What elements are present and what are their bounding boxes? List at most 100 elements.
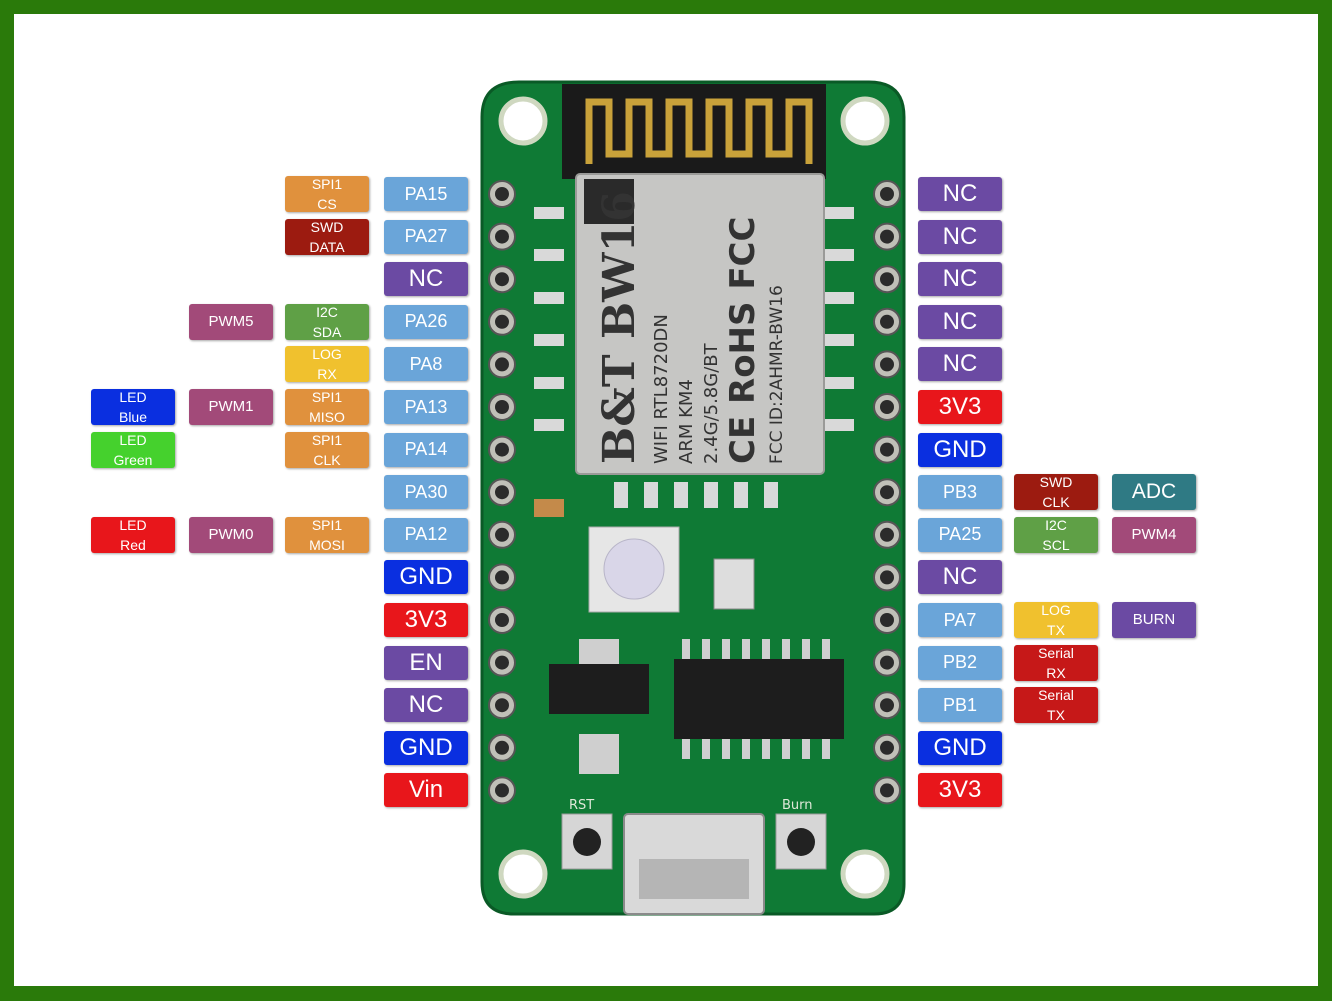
header-pin [880,783,894,798]
left-pins-label-pa27: PA27 [384,219,468,254]
left-pins-label-pa12: PA12 [384,517,468,552]
header-pin [495,442,509,457]
header-pin [495,613,509,627]
left-pins-label-vin: Vin [384,773,468,808]
burn-button-cap [787,828,815,856]
right-pins-label-pa7: PA7 [918,603,1002,637]
module-line-1: WIFI RTL8720DN [651,314,672,464]
func-label-log-tx: LOG TX [1014,602,1098,638]
right-pins-label-pa25: PA25 [918,517,1002,552]
right-pins-label-pb3: PB3 [918,475,1002,510]
module-brand-text: B&T BW16 [594,191,645,464]
right-pins-label-nc: NC [918,347,1002,382]
voltage-regulator [549,664,649,714]
func-label-swd-data: SWD DATA [285,218,369,255]
left-pins-label-pa30: PA30 [384,475,468,510]
module-line-2: ARM KM4 [676,379,697,464]
header-pin [495,400,509,414]
module-line-3: 2.4G/5.8G/BT [701,342,722,464]
silk-burn: Burn [782,798,813,813]
header-pin [880,740,894,755]
header-pin [880,357,894,372]
left-pins-label-pa26: PA26 [384,304,468,339]
left-pins-label-gnd: GND [384,560,468,595]
right-pins-label-nc: NC [918,219,1002,254]
right-pins-label-gnd: GND [918,730,1002,765]
usb-serial-ic [674,659,844,739]
func-label-serial-rx: Serial RX [1014,644,1098,681]
left-header-pins [488,180,516,805]
mount-hole-bl [498,849,548,899]
header-pin [495,272,509,287]
diode [579,734,619,774]
header-pin [880,570,894,585]
func-label-i2c-scl: I2C SCL [1014,516,1098,553]
antenna-trace [585,98,813,164]
left-pins-label-pa13: PA13 [384,390,468,424]
header-pin [880,655,894,670]
header-pin [880,485,894,500]
header-pin [495,783,509,798]
header-pin [880,527,894,542]
right-pins-label-nc: NC [918,304,1002,339]
header-pin [880,314,894,329]
func-label-led-red: LED Red [91,516,175,553]
mount-hole-tl [498,96,548,146]
silk-rst: RST [569,798,594,813]
header-pin [495,698,509,713]
left-pins-label-pa8: PA8 [384,347,468,382]
micro-usb-opening [639,859,749,899]
func-label-pwm4: PWM4 [1112,516,1196,553]
header-pin [880,229,894,244]
ic-legs [682,639,830,759]
module-cert-text: CE RoHS FCC [723,217,763,464]
func-label-spi1-cs: SPI1 CS [285,176,369,212]
crystal [713,558,755,610]
func-label-serial-tx: Serial TX [1014,687,1098,724]
left-pins-label-nc: NC [384,262,468,297]
left-pins-label-pa15: PA15 [384,177,468,211]
header-pin [880,442,894,457]
header-pin [495,187,509,201]
right-pins-label-3v3: 3V3 [918,773,1002,808]
header-pin [495,485,509,500]
reset-button-cap [573,828,601,856]
header-pin [880,187,894,201]
func-label-led-blue: LED Blue [91,389,175,425]
right-pins-label-pb2: PB2 [918,645,1002,680]
right-pins-label-nc: NC [918,177,1002,211]
right-header-pins [873,180,901,805]
module-fcc-text: FCC ID:2AHMR-BW16 [767,285,787,464]
left-pins-label-en: EN [384,645,468,680]
left-pins-label-gnd: GND [384,730,468,765]
header-pin [880,698,894,713]
header-pin [495,229,509,244]
func-label-swd-clk: SWD CLK [1014,474,1098,511]
header-pin [880,613,894,627]
header-pin [495,527,509,542]
func-label-pwm1: PWM1 [189,389,273,425]
mount-hole-tr [840,96,890,146]
func-label-spi1-miso: SPI1 MISO [285,389,369,425]
small-cap [534,499,564,517]
left-pins-label-pa14: PA14 [384,432,468,467]
header-pin [495,655,509,670]
func-label-pwm0: PWM0 [189,516,273,553]
header-pin [495,570,509,585]
header-pin [495,740,509,755]
func-label-burn: BURN [1112,602,1196,638]
module-pads [534,207,854,508]
func-label-adc: ADC [1112,474,1196,511]
diagram-frame: B&T BW16 WIFI RTL8720DN ARM KM4 2.4G/5.8… [14,14,1318,986]
header-pin [880,272,894,287]
func-label-log-rx: LOG RX [285,346,369,383]
dev-board-image: B&T BW16 WIFI RTL8720DN ARM KM4 2.4G/5.8… [480,80,906,916]
func-label-spi1-clk: SPI1 CLK [285,431,369,468]
header-pin [495,314,509,329]
regulator-tab [579,639,619,664]
header-pin [880,400,894,414]
burn-button [775,813,827,870]
func-label-i2c-sda: I2C SDA [285,303,369,340]
left-pins-label-3v3: 3V3 [384,603,468,637]
left-pins-label-nc: NC [384,688,468,723]
